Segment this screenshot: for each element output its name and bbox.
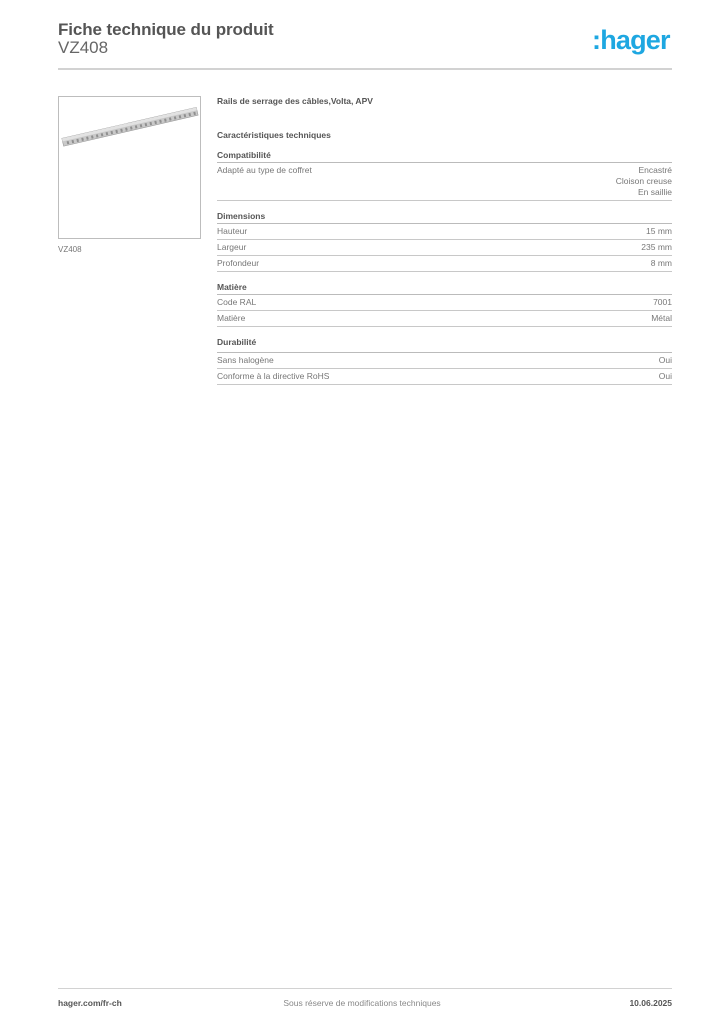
header-divider <box>58 68 672 70</box>
spec-panel: Rails de serrage des câbles,Volta, APV C… <box>217 96 672 395</box>
spec-label: Profondeur <box>217 258 260 268</box>
group-title: Matière <box>217 282 672 295</box>
group-title: Compatibilité <box>217 150 672 163</box>
spec-group-material: Matière Code RAL 7001 Matière Métal <box>217 282 672 327</box>
hager-logo: :hager <box>592 25 671 55</box>
spec-value: 235 mm <box>641 242 672 252</box>
spec-value-line: Cloison creuse <box>615 176 672 186</box>
spec-value: Oui <box>658 355 672 365</box>
spec-label: Adapté au type de coffret <box>217 165 312 175</box>
spec-value: Encastré Cloison creuse En saillie <box>616 165 672 198</box>
spec-value: 7001 <box>653 297 672 307</box>
spec-value: Oui <box>658 371 672 381</box>
spec-row: Conforme à la directive RoHS Oui <box>217 369 672 385</box>
spec-group-compatibility: Compatibilité Adapté au type de coffret … <box>217 150 672 201</box>
product-code: VZ408 <box>58 38 109 57</box>
product-image-frame <box>58 96 201 239</box>
page-title: Fiche technique du produit <box>58 20 274 39</box>
image-caption: VZ408 <box>58 245 82 254</box>
footer-website-link[interactable]: hager.com/fr-ch <box>58 998 122 1008</box>
product-name: Rails de serrage des câbles,Volta, APV <box>217 96 373 106</box>
spec-row: Code RAL 7001 <box>217 295 672 311</box>
spec-row: Largeur 235 mm <box>217 240 672 256</box>
spec-row: Matière Métal <box>217 311 672 327</box>
spec-label: Matière <box>217 313 246 323</box>
spec-row: Adapté au type de coffret Encastré Clois… <box>217 163 672 201</box>
footer-disclaimer: Sous réserve de modifications techniques <box>283 998 441 1008</box>
spec-label: Conforme à la directive RoHS <box>217 371 330 381</box>
footer-date: 10.06.2025 <box>629 998 672 1008</box>
spec-group-dimensions: Dimensions Hauteur 15 mm Largeur 235 mm … <box>217 211 672 272</box>
group-title: Dimensions <box>217 211 672 224</box>
spec-label: Code RAL <box>217 297 257 307</box>
section-title: Caractéristiques techniques <box>217 130 331 140</box>
spec-group-durability: Durabilité Sans halogène Oui Conforme à … <box>217 337 672 385</box>
spec-row: Hauteur 15 mm <box>217 224 672 240</box>
spec-row: Profondeur 8 mm <box>217 256 672 272</box>
footer-divider <box>58 988 672 989</box>
spec-row: Sans halogène Oui <box>217 353 672 369</box>
cable-rail-image <box>61 106 199 147</box>
spec-value: 15 mm <box>646 226 672 236</box>
group-title: Durabilité <box>217 337 672 353</box>
spec-value: Métal <box>651 313 672 323</box>
spec-value-line: Encastré <box>638 165 672 175</box>
spec-label: Largeur <box>217 242 247 252</box>
spec-value-line: En saillie <box>637 187 672 197</box>
spec-value: 8 mm <box>650 258 672 268</box>
spec-label: Hauteur <box>217 226 248 236</box>
spec-label: Sans halogène <box>217 355 274 365</box>
